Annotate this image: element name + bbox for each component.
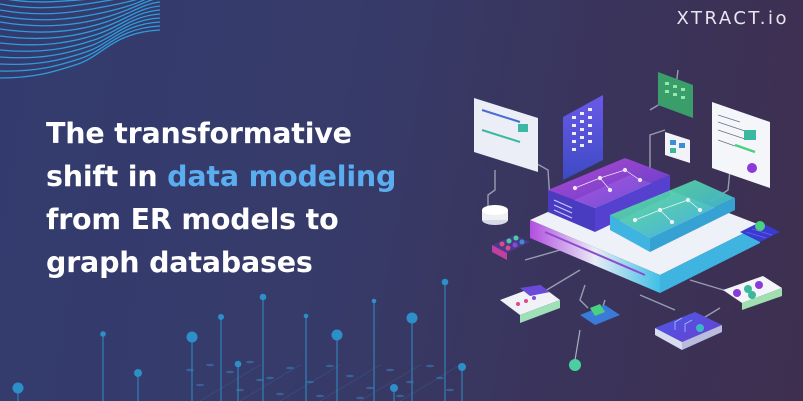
grid-chip xyxy=(740,221,780,242)
green-cube-node xyxy=(569,304,620,371)
headline-line-3: from ER models to xyxy=(46,203,339,236)
headline-line-4: graph databases xyxy=(46,246,313,279)
headline-line-1: The transformative xyxy=(46,117,352,150)
green-block xyxy=(610,180,735,252)
wave-lines-decoration xyxy=(0,0,160,79)
cylinder-node xyxy=(482,205,508,225)
color-keypad xyxy=(492,235,530,260)
headline-line-2-prefix: shift in xyxy=(46,160,168,193)
right-doc-card xyxy=(712,102,770,188)
dots-device xyxy=(723,276,782,310)
left-device xyxy=(500,285,560,323)
blue-device xyxy=(655,312,722,350)
xtract-logo[interactable]: XTRACT.io xyxy=(676,8,789,29)
data-pins-decoration xyxy=(12,278,466,401)
top-green-card xyxy=(658,72,693,118)
headline: The transformative shift in data modelin… xyxy=(46,112,396,284)
headline-highlight: data modeling xyxy=(167,160,397,193)
left-card xyxy=(474,98,538,172)
database-illustration xyxy=(474,69,782,371)
tall-panel xyxy=(563,95,603,180)
small-chip-card xyxy=(665,132,690,163)
